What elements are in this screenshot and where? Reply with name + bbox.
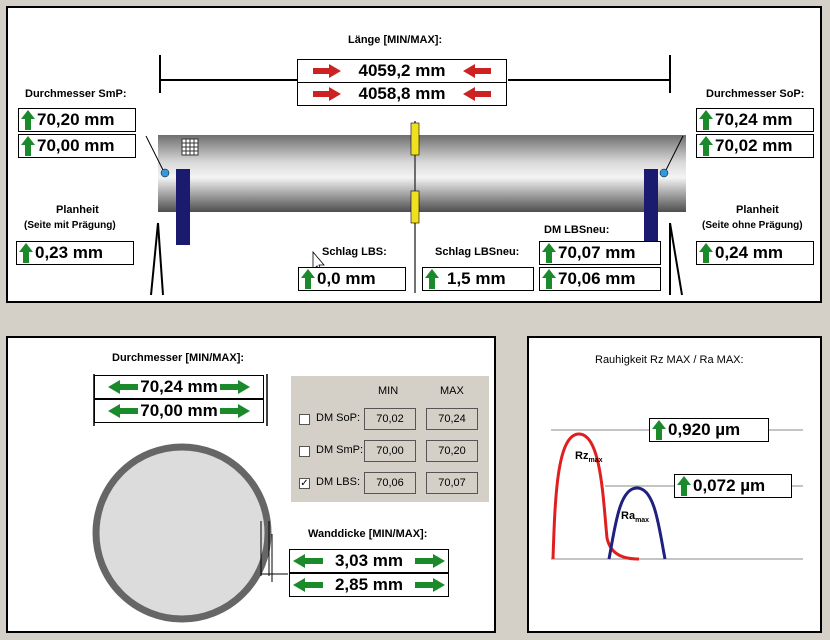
schlag-marker-top xyxy=(410,122,420,156)
dm-sop-max-value: 70,24 mm xyxy=(696,108,814,132)
planheit-right-value: 0,24 mm xyxy=(696,241,814,265)
dm-smp-row-label: DM SmP: xyxy=(316,444,364,456)
rz-value: 0,920 µm xyxy=(649,418,769,442)
dm-sop-min-value: 70,02 mm xyxy=(696,134,814,158)
arrow-up-icon xyxy=(21,136,35,156)
schlag-lbsneu-value: 1,5 mm xyxy=(422,267,534,291)
arrow-up-icon xyxy=(652,420,666,440)
length-min-value: 4058,8 mm xyxy=(297,82,507,106)
arrow-up-icon xyxy=(542,243,556,263)
planheit-left-value: 0,23 mm xyxy=(16,241,134,265)
schlag-lbsneu-title: Schlag LBSneu: xyxy=(435,246,520,258)
dm-table: MIN MAX DM SoP: 70,02 70,24 DM SmP: 70,0… xyxy=(291,376,489,502)
schlag-marker-bottom xyxy=(410,190,420,224)
length-title: Länge [MIN/MAX]: xyxy=(348,34,443,46)
arrow-up-icon xyxy=(19,243,33,263)
dm-smp-min-value: 70,00 mm xyxy=(18,134,136,158)
arrow-left-icon xyxy=(463,87,492,101)
dm-smp-max-value: 70,20 mm xyxy=(18,108,136,132)
dm-lbs-min-cell: 70,06 xyxy=(364,472,416,494)
arrow-up-icon xyxy=(542,269,556,289)
dm-section-title: Durchmesser [MIN/MAX]: xyxy=(112,352,245,364)
dm-sop-title: Durchmesser SoP: xyxy=(706,88,805,100)
rz-label: Rzmax xyxy=(575,450,603,465)
dm-smp-max-cell: 70,20 xyxy=(426,440,478,462)
measure-point-sop xyxy=(659,168,669,178)
arrow-up-icon xyxy=(699,243,713,263)
arrow-up-icon xyxy=(425,269,439,289)
double-arrow-icon xyxy=(219,380,250,394)
dm-sop-checkbox[interactable] xyxy=(299,414,310,425)
pipe-cross-section xyxy=(92,443,272,623)
flange-left xyxy=(176,169,190,245)
dm-sop-max-cell: 70,24 xyxy=(426,408,478,430)
double-arrow-icon xyxy=(108,404,139,418)
double-arrow-icon xyxy=(108,380,139,394)
planheit-right-title: Planheit xyxy=(736,204,779,216)
measure-point-smp xyxy=(160,168,170,178)
planheit-left-subtitle: (Seite mit Prägung) xyxy=(24,220,116,231)
schlag-lbs-value: 0,0 mm xyxy=(298,267,406,291)
dm-smp-title: Durchmesser SmP: xyxy=(25,88,127,100)
dm-lbsneu-min-value: 70,06 mm xyxy=(539,267,661,291)
dm-min-value: 70,00 mm xyxy=(94,399,264,423)
dm-lbs-checkbox[interactable]: ✓ xyxy=(299,478,310,489)
diameter-panel: Durchmesser [MIN/MAX]: 70,24 mm 70,00 mm… xyxy=(6,336,496,633)
ra-label: Ramax xyxy=(621,510,650,525)
pipe-panel: Länge [MIN/MAX]: 4059,2 mm 4058,8 mm Dur… xyxy=(6,6,822,303)
col-min-header: MIN xyxy=(378,385,399,397)
roughness-panel: Rauhigkeit Rz MAX / Ra MAX: Rzmax Ramax … xyxy=(527,336,822,633)
length-max-value: 4059,2 mm xyxy=(297,59,507,83)
pipe-body xyxy=(158,135,686,212)
roughness-title: Rauhigkeit Rz MAX / Ra MAX: xyxy=(595,354,744,366)
pipe-drawing xyxy=(145,55,686,296)
wall-section-title: Wanddicke [MIN/MAX]: xyxy=(308,528,428,540)
arrow-up-icon xyxy=(301,269,315,289)
arrow-up-icon xyxy=(699,136,713,156)
ra-curve xyxy=(607,486,667,560)
dm-sop-row-label: DM SoP: xyxy=(316,412,361,424)
arrow-left-icon xyxy=(463,64,492,78)
wall-min-value: 2,85 mm xyxy=(289,573,449,597)
double-arrow-icon xyxy=(292,554,323,568)
arrow-up-icon xyxy=(699,110,713,130)
dm-smp-checkbox[interactable] xyxy=(299,446,310,457)
planheit-right-subtitle: (Seite ohne Prägung) xyxy=(702,220,803,231)
dm-lbsneu-max-value: 70,07 mm xyxy=(539,241,661,265)
dm-max-value: 70,24 mm xyxy=(94,375,264,399)
arrow-right-icon xyxy=(312,64,341,78)
double-arrow-icon xyxy=(415,554,446,568)
embossing-mark xyxy=(181,138,199,156)
flange-right xyxy=(644,169,658,245)
double-arrow-icon xyxy=(292,578,323,592)
col-max-header: MAX xyxy=(440,385,464,397)
planheit-left-title: Planheit xyxy=(56,204,99,216)
dm-lbsneu-title: DM LBSneu: xyxy=(544,224,610,236)
arrow-right-icon xyxy=(312,87,341,101)
arrow-up-icon xyxy=(677,476,691,496)
rz-curve xyxy=(551,432,640,561)
arrow-up-icon xyxy=(21,110,35,130)
dm-sop-min-cell: 70,02 xyxy=(364,408,416,430)
double-arrow-icon xyxy=(415,578,446,592)
ra-value: 0,072 µm xyxy=(674,474,792,498)
dm-smp-min-cell: 70,00 xyxy=(364,440,416,462)
double-arrow-icon xyxy=(219,404,250,418)
wall-max-value: 3,03 mm xyxy=(289,549,449,573)
dm-lbs-row-label: DM LBS: xyxy=(316,476,361,488)
dm-lbs-max-cell: 70,07 xyxy=(426,472,478,494)
schlag-lbs-title: Schlag LBS: xyxy=(322,246,387,258)
